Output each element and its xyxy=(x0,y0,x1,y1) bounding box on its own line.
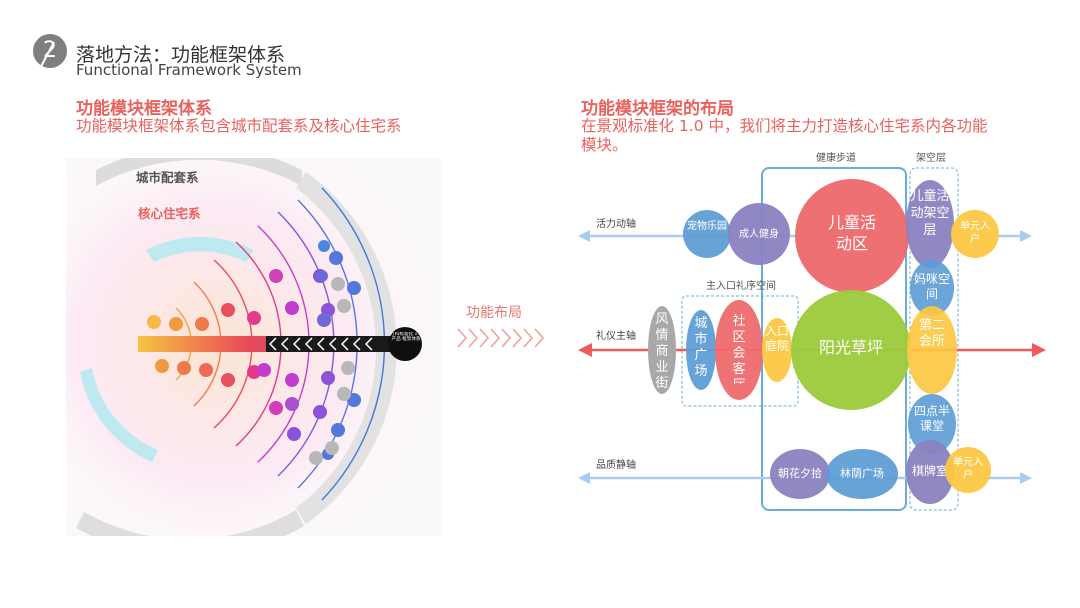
after-school-label: 四点半课堂 xyxy=(914,404,950,433)
right-section-description: 在景观标准化 1.0 中，我们将主力打造核心住宅系内各功能模块。 xyxy=(581,117,988,154)
quality-axis-label: 品质静轴 xyxy=(596,458,636,471)
main-entrance-label: 主入口礼序空间 xyxy=(706,279,776,292)
stilt-floor-label: 架空层 xyxy=(916,151,946,164)
city-plaza-label: 城市广场 xyxy=(694,316,708,379)
city-plaza-bubble xyxy=(686,310,716,390)
mom-space-label: 妈咪空间 xyxy=(913,272,950,301)
morning-flower-bubble xyxy=(770,449,830,499)
unit-entry-top-label: 单元入户 xyxy=(960,221,990,245)
morning-flower-label: 朝花夕拾 xyxy=(778,467,822,480)
health-walk-label: 健康步道 xyxy=(816,151,856,164)
layout-diagram: 健康步道 架空层 主入口礼序空间 活力动轴 礼仪主轴 品质静轴 宠物乐园 成人健… xyxy=(578,151,1046,511)
style-street-bubble xyxy=(648,306,676,394)
vitality-axis-label: 活力动轴 xyxy=(596,217,636,230)
kids-stilt-label: 儿童活动架空层 xyxy=(910,189,950,238)
inner-ring-label: 核心住宅系 xyxy=(138,206,201,221)
after-school-bubble xyxy=(908,394,956,454)
pet-park-bubble xyxy=(683,210,731,258)
kids-area-bubble xyxy=(795,179,909,293)
kids-area-label: 儿童活动区 xyxy=(827,213,876,253)
outer-ring-label: 城市配套系 xyxy=(136,170,199,185)
unit-entry-bottom-label: 单元入户 xyxy=(953,457,983,481)
unit-entry-bottom-bubble xyxy=(945,447,991,493)
kids-stilt-bubble xyxy=(906,180,954,268)
adult-fitness-label: 成人健身 xyxy=(739,229,779,240)
shade-plaza-bubble xyxy=(826,449,898,499)
second-clubhouse-bubble xyxy=(907,306,957,394)
center-node xyxy=(388,327,422,361)
ceremony-axis-label: 礼仪主轴 xyxy=(596,329,636,342)
style-street-label: 风情商业街 xyxy=(655,312,669,391)
chess-room-label: 棋牌室 xyxy=(911,464,948,478)
stilt-floor-zone xyxy=(909,167,959,511)
sunny-lawn-label: 阳光草坪 xyxy=(818,338,883,357)
unit-entry-top-bubble xyxy=(951,210,999,258)
page-subtitle: Functional Framework System xyxy=(76,61,302,79)
center-node-label: 万科标准化 1.0产品 框架体系 xyxy=(390,332,422,343)
adult-fitness-bubble xyxy=(728,203,790,265)
layout-arrow-label: 功能布局 xyxy=(466,305,522,321)
community-hall-bubble xyxy=(715,300,763,400)
shade-plaza-label: 林荫广场 xyxy=(840,467,884,480)
right-section-title: 功能模块框架的布局 xyxy=(581,99,734,119)
mom-space-bubble xyxy=(910,260,954,316)
pet-park-label: 宠物乐园 xyxy=(687,221,727,232)
chess-room-bubble xyxy=(906,440,954,504)
entry-court-bubble xyxy=(762,318,792,382)
chevron-arrows-icon xyxy=(457,328,544,348)
radial-framework-diagram: 万科标准化 1.0产品 框架体系 城市配套系 核心住宅系 xyxy=(66,158,442,536)
second-clubhouse-label: 第二会所 xyxy=(918,318,945,349)
entry-court-label: 入口庭院 xyxy=(765,324,789,353)
left-section-description: 功能模块框架体系包含城市配套系及核心住宅系 xyxy=(76,117,402,135)
sunny-lawn-bubble xyxy=(791,290,911,410)
community-hall-label: 社区会客厅 xyxy=(732,314,746,384)
page-title: 落地方法：功能框架体系 xyxy=(76,44,286,66)
left-section-title: 功能模块框架体系 xyxy=(76,99,212,119)
